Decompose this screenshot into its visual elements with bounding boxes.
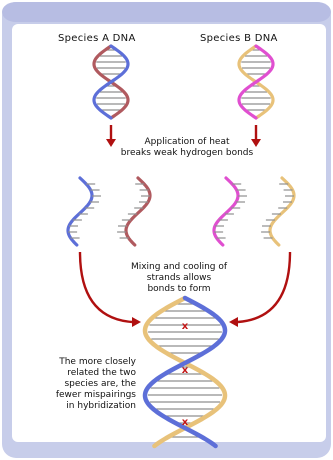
- mismatch-mark-2: x: [182, 365, 189, 376]
- heat-step-caption: Application of heat breaks weak hydrogen…: [92, 137, 282, 159]
- note-line-1: The more closely: [16, 357, 136, 368]
- mixing-step-line-3: bonds to form: [104, 284, 254, 295]
- note-line-4: fewer mispairings: [16, 390, 136, 401]
- species-a-label: Species A DNA: [58, 33, 136, 44]
- heat-step-line-1: Application of heat: [92, 137, 282, 148]
- mismatch-mark-3: x: [182, 417, 189, 428]
- mixing-step-caption: Mixing and cooling of strands allows bon…: [104, 262, 254, 295]
- mismatch-mark-1: x: [182, 321, 189, 332]
- note-line-3: species are, the: [16, 379, 136, 390]
- note-line-2: related the two: [16, 368, 136, 379]
- top-band: [2, 2, 331, 22]
- mixing-step-line-2: strands allows: [104, 273, 254, 284]
- heat-step-line-2: breaks weak hydrogen bonds: [92, 148, 282, 159]
- species-b-label: Species B DNA: [200, 33, 278, 44]
- mixing-step-line-1: Mixing and cooling of: [104, 262, 254, 273]
- note-line-5: in hybridization: [16, 401, 136, 412]
- hybridization-note: The more closely related the two species…: [16, 357, 136, 412]
